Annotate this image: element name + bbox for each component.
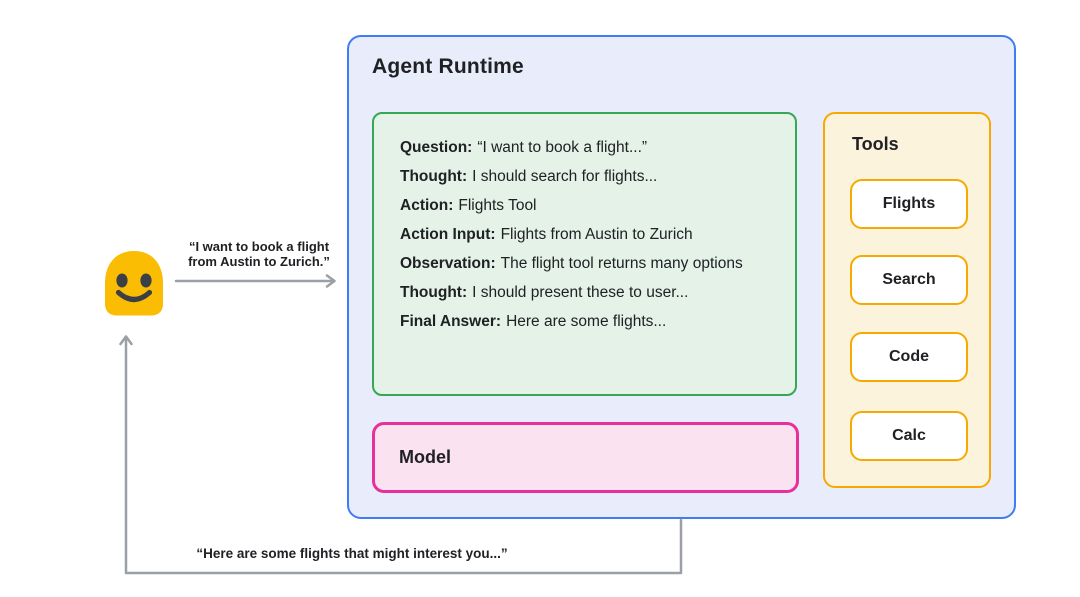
trace-line-observation: Observation:The flight tool returns many… [400,249,781,278]
trace-label: Final Answer: [400,313,502,330]
user-response-label: “Here are some flights that might intere… [196,546,508,561]
trace-text: The flight tool returns many options [500,255,743,272]
trace-text: I should search for flights... [472,168,658,185]
trace-line-thought-1: Thought:I should search for flights... [400,162,781,191]
tool-button-code: Code [850,332,968,382]
agent-runtime-title: Agent Runtime [372,55,524,78]
trace-text: Flights from Austin to Zurich [500,226,693,243]
smiley-face-icon [105,251,163,316]
model-panel: Model [372,422,799,493]
tool-button-calc: Calc [850,411,968,461]
react-trace-panel: Question:“I want to book a flight...” Th… [372,112,797,396]
emoji-eye-right [140,273,152,288]
trace-line-thought-2: Thought:I should present these to user..… [400,278,781,307]
tool-button-search: Search [850,255,968,305]
trace-line-final-answer: Final Answer:Here are some flights... [400,307,781,336]
emoji-smile [115,289,153,303]
tools-title: Tools [852,134,899,154]
trace-text: I should present these to user... [472,284,689,301]
user-request-label: “I want to book a flight from Austin to … [164,239,354,269]
trace-line-question: Question:“I want to book a flight...” [400,133,781,162]
trace-label: Question: [400,139,473,156]
user-request-line-2: from Austin to Zurich.” [188,254,330,269]
tools-panel: Tools Flights Search Code Calc [823,112,991,488]
trace-text: “I want to book a flight...” [477,139,648,156]
user-emoji [105,251,163,316]
trace-text: Flights Tool [458,197,537,214]
trace-line-action: Action:Flights Tool [400,191,781,220]
trace-text: Here are some flights... [506,313,667,330]
user-request-line-1: “I want to book a flight [188,239,330,254]
trace-label: Observation: [400,255,496,272]
tool-button-flights: Flights [850,179,968,229]
trace-label: Thought: [400,168,468,185]
trace-label: Action: [400,197,454,214]
model-label: Model [399,447,451,467]
emoji-eye-left [116,273,128,288]
trace-label: Action Input: [400,226,496,243]
trace-label: Thought: [400,284,468,301]
trace-line-action-input: Action Input:Flights from Austin to Zuri… [400,220,781,249]
